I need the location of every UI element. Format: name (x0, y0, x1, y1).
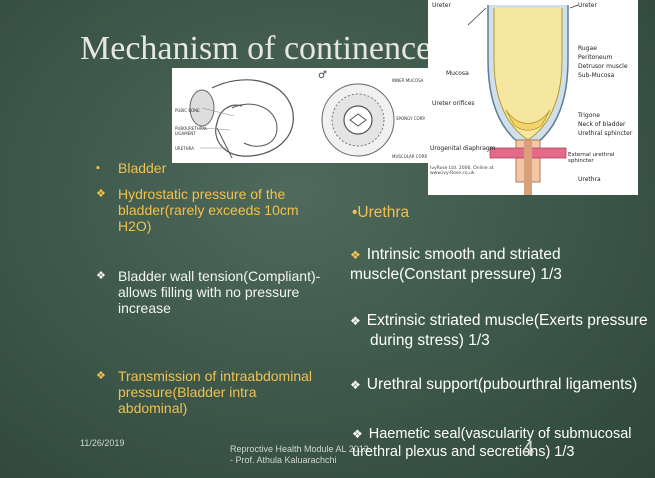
bladder-anatomy-figure: Ureter Ureter Mucosa Rugae Peritoneum De… (428, 0, 638, 195)
bullet-text: Urethral support(pubourthral ligaments) (366, 376, 638, 393)
bullet-text: Bladder (118, 160, 167, 176)
figure-label: SPONGY CORP. (396, 116, 426, 121)
footer-date: 11/26/2019 (80, 438, 125, 448)
figure-label: Sub-Mucosa (578, 72, 615, 79)
slide-title: Mechanism of continence (80, 30, 432, 67)
diamond-bullet-icon: ❖ (350, 378, 361, 392)
figure-label: Ureter (578, 2, 597, 9)
bladder-drawing (467, 4, 579, 195)
bullet-text: Intrinsic smooth and striated muscle(Con… (350, 246, 562, 283)
urethra-bullet: ❖ Urethral support(pubourthral ligaments) (350, 375, 655, 395)
bullet-text: Hydrostatic pressure of the bladder(rare… (118, 186, 299, 234)
footer-credit: Reproctive Health Module AL 2013 - Prof.… (230, 444, 369, 465)
figure-label: Detrusor muscle (578, 63, 628, 70)
figure-label: MUSCULAR CORP. (392, 154, 428, 159)
diamond-bullet-icon: ❖ (350, 248, 361, 262)
figure-label: Rugae (578, 45, 597, 52)
figure-label: Urogenital diaphragm (430, 145, 496, 152)
figure-label: URETHRA (175, 146, 195, 151)
figure-label: INNER MUCOSA (392, 78, 424, 83)
diamond-bullet-icon: ❖ (96, 370, 106, 382)
page-number: 4 (522, 436, 535, 461)
figure-label: Trigone (578, 112, 600, 119)
svg-text:♂: ♂ (318, 70, 327, 81)
figure-label: Mucosa (446, 70, 469, 77)
cross-section-drawing: ♂ (318, 70, 395, 157)
figure-label: PUBOURETHRAL LIGAMENT (175, 126, 208, 136)
figure-label: Ureter orifices (432, 100, 475, 107)
bullet-text: Haemetic seal(vascularity of submucosal … (352, 426, 632, 460)
bullet-text: Bladder wall tension(Compliant)- allows … (118, 268, 321, 316)
pelvic-sagittal-drawing (189, 79, 294, 159)
figure-label: Peritoneum (578, 54, 613, 61)
figure-credit: IvyRose Ltd. 2006. Online at www.ivy-Ros… (430, 166, 494, 176)
bullet-text: Transmission of intraabdominal pressure(… (118, 368, 313, 416)
urethra-cross-section-figure: ♂ INNER MUCOSA SPONGY CORP. MUSCULAR COR… (310, 68, 430, 163)
figure-label: Neck of bladder (578, 121, 626, 128)
diamond-bullet-icon: ❖ (350, 314, 361, 328)
urethra-bullet: ❖Haemetic seal(vascularity of submucosal… (350, 425, 632, 461)
urethra-heading: •Urethra (352, 204, 410, 221)
figure-label: PUBIC BONE (175, 108, 200, 113)
figure-label: Ureter (432, 2, 451, 9)
diamond-bullet-icon: ❖ (352, 427, 363, 441)
pelvic-sagittal-figure: PUBIC BONE PUBOURETHRAL LIGAMENT URETHRA (172, 68, 310, 163)
figure-label: External urethral sphincter (568, 152, 615, 164)
square-bullet-icon: ▪ (96, 162, 100, 174)
figure-label: Urethral sphincter (578, 130, 633, 137)
diamond-bullet-icon: ❖ (96, 188, 106, 200)
bullet-text: Extrinsic striated muscle(Exerts pressur… (366, 312, 648, 349)
urethra-bullet: ❖Intrinsic smooth and striated muscle(Co… (350, 245, 635, 284)
urethra-bullet: ❖ Extrinsic striated muscle(Exerts pressu… (350, 311, 655, 350)
figure-label: Urethra (578, 176, 601, 183)
diamond-bullet-icon: ❖ (96, 270, 106, 282)
